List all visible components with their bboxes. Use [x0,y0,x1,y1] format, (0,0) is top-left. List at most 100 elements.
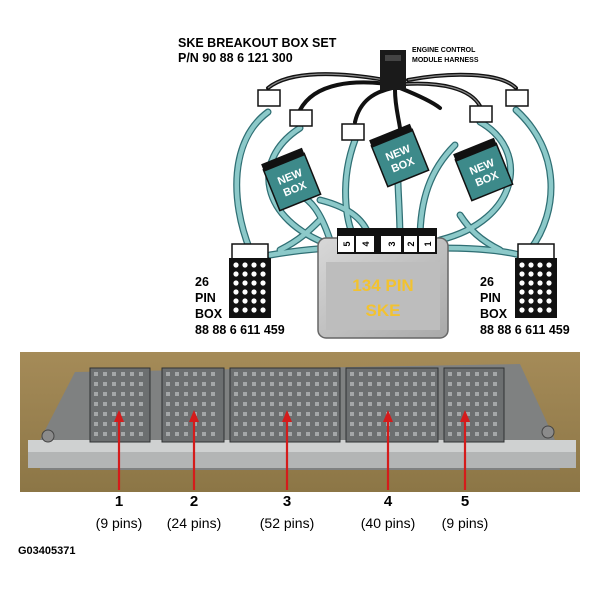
connector-pin [306,412,310,416]
pin-hole [528,289,534,295]
connector-pin [103,432,107,436]
pin-hole [260,289,266,295]
pin-hole [251,298,257,304]
connector-pin [279,422,283,426]
connector-pin [395,412,399,416]
connector-pin [261,392,265,396]
connector-pin [261,422,265,426]
connector-pin [139,382,143,386]
connector-left-inner [289,109,313,127]
connector-pin [270,402,274,406]
connector-pin [211,382,215,386]
connector-pin [493,382,497,386]
connector-pin [359,432,363,436]
connector-pin [297,372,301,376]
connector-pin [202,422,206,426]
connector-pin [103,372,107,376]
connector-pin [431,382,435,386]
connector-pin [377,392,381,396]
connector-pin [315,402,319,406]
pin-hole [528,307,534,313]
ecm-label-line2: SKE [366,301,401,320]
connector-pin [130,402,134,406]
connector-pin [139,412,143,416]
pin-hole [242,262,248,268]
connector-pin [139,372,143,376]
pin-hole [546,271,552,277]
connector-pin [202,412,206,416]
connector-pin [350,412,354,416]
connector-pin [166,412,170,416]
connector-pin [202,382,206,386]
connector-pin [243,372,247,376]
pin-hole [233,289,239,295]
connector-pin [404,392,408,396]
pin-hole [537,307,543,313]
connector-pin [422,402,426,406]
connector-pin [422,392,426,396]
connector-pin [103,402,107,406]
connector-pin [121,402,125,406]
connector-pin [404,432,408,436]
connector-pin [484,412,488,416]
callout-arrow-head [282,410,292,422]
left-box-line3: BOX [195,307,223,321]
connector-pin [306,422,310,426]
connector-pin [94,402,98,406]
connector-pin [431,412,435,416]
connector-pin [288,372,292,376]
connector-pin [243,382,247,386]
connector-pin [377,382,381,386]
connector-pin [306,382,310,386]
pin-hole [233,271,239,277]
connector-pin [466,412,470,416]
connector-pin [175,392,179,396]
ecm-module [317,237,449,339]
pin-hole [528,298,534,304]
connector-pin [288,392,292,396]
kit-part-number: P/N 90 88 6 121 300 [178,51,293,65]
connector-pin [377,412,381,416]
connector-pin [466,392,470,396]
connector-pin [211,412,215,416]
connector-pin [234,382,238,386]
connector-pin [422,412,426,416]
connector-pin [130,432,134,436]
connector-pin [350,372,354,376]
connector-pin [193,402,197,406]
connector-pin [94,392,98,396]
connector-pin [306,432,310,436]
pin-hole [528,271,534,277]
connector-pin [404,422,408,426]
connector-pin [234,432,238,436]
connector-pin [234,372,238,376]
connector-pin [413,382,417,386]
pin-box-right [515,243,557,318]
connector-pin [350,382,354,386]
connector-pin [288,382,292,386]
connector-pin [448,372,452,376]
connector-pin [202,372,206,376]
right-box-line3: BOX [480,307,508,321]
connector-pin [175,372,179,376]
new-box-left [261,147,322,212]
connector-pin [121,382,125,386]
connector-pin [395,372,399,376]
connector-pin [413,422,417,426]
connector-pin [234,422,238,426]
pin-hole [546,298,552,304]
pin-hole [233,262,239,268]
connector-pin [288,432,292,436]
connector-pin [315,422,319,426]
pin-hole [242,271,248,277]
connector-pin [261,432,265,436]
connector-pin [395,432,399,436]
ecm-connector-label: 4 [361,241,371,246]
ecm-connector-label: 5 [342,241,352,246]
connector-pin [457,422,461,426]
callout-number: 4 [383,493,393,510]
connector-pin [431,422,435,426]
connector-pin [166,422,170,426]
connector-pin [448,402,452,406]
